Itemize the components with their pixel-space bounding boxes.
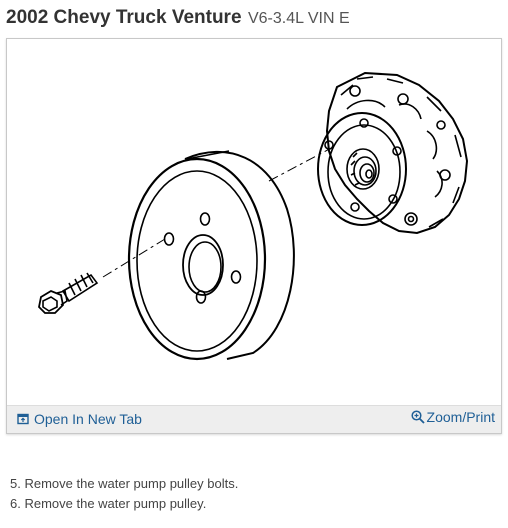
open-in-new-tab-link[interactable]: Open In New Tab: [17, 411, 142, 427]
page-subtitle: V6-3.4L VIN E: [247, 10, 350, 27]
step-item: 5. Remove the water pump pulley bolts.: [10, 476, 239, 491]
figure-footer: Open In New Tab Zoom/Print: [7, 405, 501, 433]
open-in-new-tab-label: Open In New Tab: [34, 411, 142, 427]
page-title: 2002 Chevy Truck Venture: [6, 7, 242, 28]
zoom-print-link[interactable]: Zoom/Print: [410, 409, 495, 425]
zoom-print-label: Zoom/Print: [426, 409, 495, 425]
pulley-bolt: [38, 272, 99, 314]
water-pump-housing: [317, 71, 469, 235]
figure-panel: Open In New Tab Zoom/Print: [6, 38, 502, 434]
water-pump-pulley: [127, 150, 295, 361]
instruction-steps: 5. Remove the water pump pulley bolts. 6…: [10, 474, 502, 514]
step-item: 6. Remove the water pump pulley.: [10, 496, 207, 511]
zoom-icon: [410, 410, 425, 424]
water-pump-pulley-diagram: [38, 71, 469, 361]
open-tab-icon: [17, 413, 29, 425]
page-header: 2002 Chevy Truck Venture V6-3.4L VIN E: [6, 6, 502, 32]
